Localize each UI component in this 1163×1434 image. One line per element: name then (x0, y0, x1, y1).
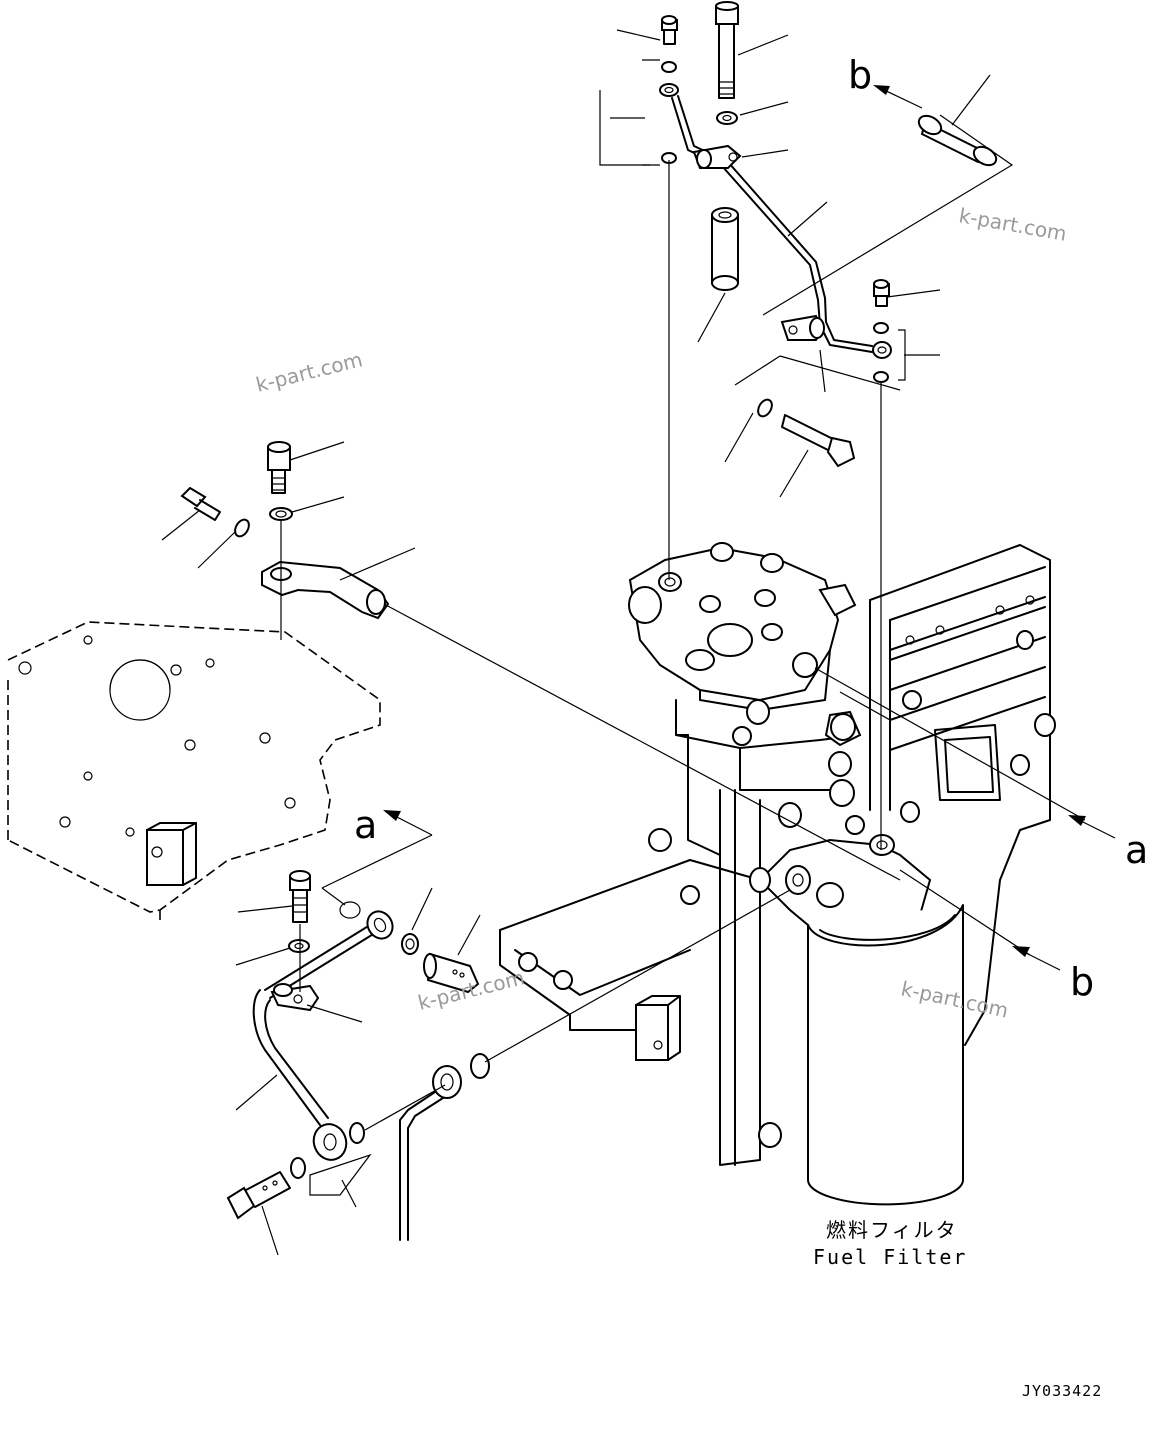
ref-letter-b-top: b (848, 53, 872, 97)
reference-arrows (383, 85, 1116, 971)
fuel-filter-caption-jp: 燃料フィルタ (826, 1218, 958, 1242)
fuel-filter (807, 904, 964, 1206)
upper-fuel-pipe-assembly (659, 1, 998, 468)
ref-letter-b-right: b (1070, 960, 1094, 1004)
engine-frame (499, 542, 1056, 1166)
ref-letter-a-left: a (354, 803, 377, 847)
bracket-assembly (180, 441, 390, 620)
leader-lines (161, 29, 1086, 1256)
ref-letter-a-right: a (1125, 828, 1148, 872)
drawing-code: JY033422 (1022, 1382, 1102, 1400)
lower-fuel-pipe-assembly (226, 870, 490, 1241)
watermark-1: k-part.com (957, 203, 1068, 246)
fuel-filter-caption-en: Fuel Filter (813, 1245, 967, 1269)
mounting-plate (7, 621, 381, 925)
watermark-2: k-part.com (253, 347, 364, 397)
